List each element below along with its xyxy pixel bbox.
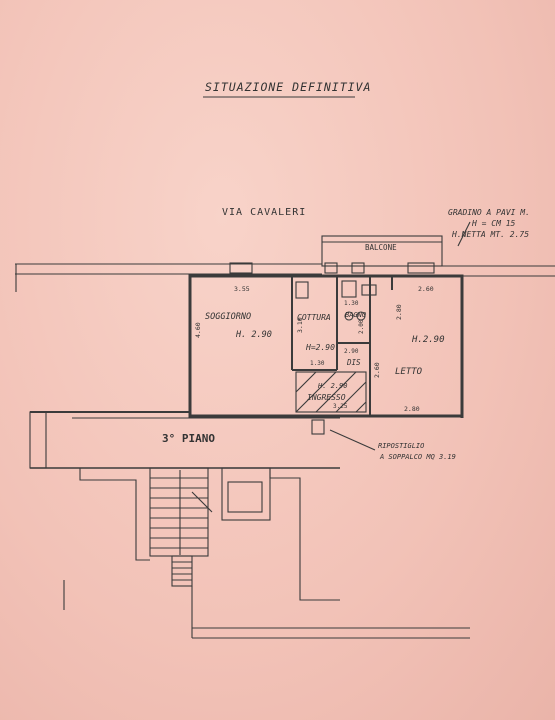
room-letto-height: H.2.90	[412, 335, 445, 345]
stair-well	[149, 467, 209, 557]
dim-letto-bottom: 2.80	[404, 405, 420, 413]
dim-letto-top: 2.60	[418, 285, 434, 293]
window-bagno	[351, 262, 365, 274]
elevator-shaft	[221, 467, 271, 521]
note-line-2: H = CM 15	[472, 219, 516, 228]
dim-cottura-side: 3.10	[296, 317, 304, 333]
toilet-fixture	[344, 311, 354, 321]
corridor-left-end	[29, 411, 47, 469]
wall-right-stair	[269, 468, 340, 601]
room-dis-name: DIS	[347, 358, 361, 367]
room-ingresso-name: INGRESSO	[307, 393, 346, 402]
floor-label: 3° PIANO	[162, 432, 215, 445]
ripostiglio-leader	[329, 429, 376, 451]
sink-fixture	[361, 284, 377, 296]
ripostiglio-line-2: A SOPPALCO MQ 3.19	[380, 453, 456, 461]
dim-soggiorno-top: 3.55	[234, 285, 250, 293]
hatch	[315, 371, 357, 413]
kitchen-stove	[295, 281, 309, 299]
street-name: VIA CAVALERI	[222, 207, 307, 218]
note-line-3: H.NETTA MT. 2.75	[452, 230, 530, 239]
hatch	[295, 371, 337, 413]
ripostiglio-marker	[311, 419, 325, 435]
hatch	[295, 371, 317, 393]
plan-title: SITUAZIONE DEFINITIVA	[205, 80, 372, 94]
hatch	[335, 381, 367, 413]
dim-ingresso-w: 3.25	[333, 403, 348, 410]
dim-letto-side2: 2.60	[373, 362, 381, 378]
dim-soggiorno-side: 4.60	[194, 322, 202, 338]
room-letto-name: LETTO	[395, 367, 423, 377]
window-soggiorno	[229, 262, 253, 274]
ripostiglio-line-1: RIPOSTIGLIO	[378, 442, 425, 450]
hatch	[355, 401, 367, 413]
room-soggiorno-name: SOGGIORNO	[205, 312, 252, 322]
dim-cottura-bottom: 1.30	[310, 360, 325, 367]
window-cottura	[324, 262, 338, 274]
notes-leader	[457, 221, 471, 247]
balcony-label: BALCONE	[365, 243, 397, 252]
room-cottura-height: H=2.90	[306, 343, 335, 352]
dim-letto-side1: 2.80	[395, 304, 403, 320]
bidet-fixture	[356, 311, 366, 321]
wall-left-stair	[79, 468, 150, 561]
bathtub-fixture	[341, 280, 357, 298]
dim-bagno-w: 1.30	[344, 300, 359, 307]
window-letto	[407, 262, 435, 274]
dim-bagno-h: 2.00	[358, 319, 365, 334]
dim-dis-w: 2.90	[344, 348, 359, 355]
elevator-cabin	[227, 481, 263, 513]
stair-lower-flight	[171, 555, 193, 587]
room-ingresso-height: H. 2.90	[318, 382, 348, 390]
balcony-outline	[321, 235, 443, 267]
room-cottura-name: COTTURA	[297, 313, 331, 322]
room-soggiorno-height: H. 2.90	[236, 330, 272, 340]
stair-arrow	[191, 491, 213, 513]
note-line-1: GRADINO A PAVI M.	[448, 208, 530, 217]
room-bagno-name: BAGNO	[345, 311, 367, 319]
